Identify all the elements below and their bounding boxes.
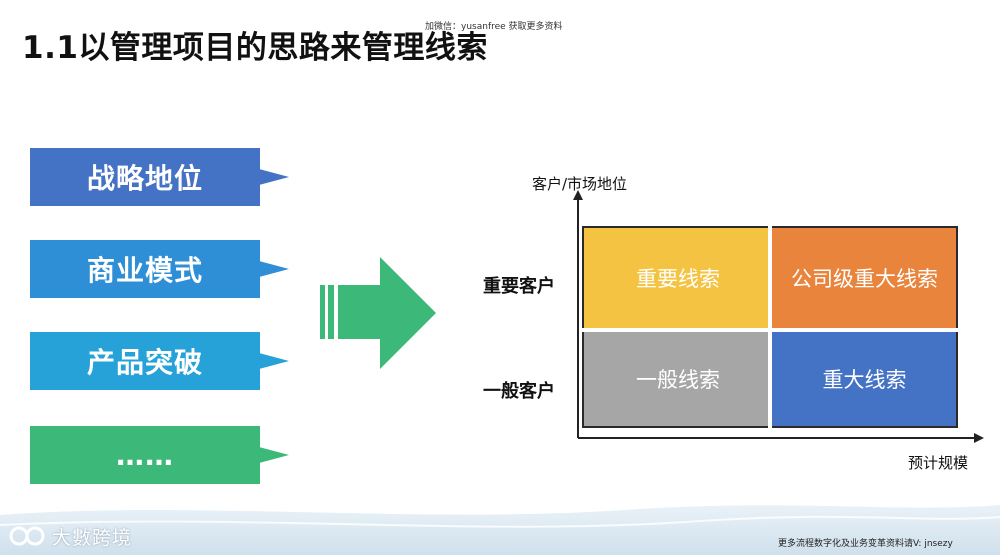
wave-background	[0, 505, 1000, 555]
callout-tail	[259, 447, 289, 463]
brand-name: 大數跨境	[52, 527, 133, 549]
x-axis-label: 预计规模	[908, 454, 969, 472]
quadrant-label: 公司级重大线索	[791, 266, 938, 291]
callout-strategic-position: 战略地位	[30, 148, 260, 206]
callout-label: 商业模式	[86, 254, 203, 287]
callout-tail	[259, 353, 289, 369]
quadrant-label: 重大线索	[822, 368, 907, 392]
matrix-dividers	[582, 226, 958, 428]
quadrant-major-lead: 重大线索	[772, 331, 957, 427]
quadrant-label: 一般线索	[636, 368, 720, 392]
quadrant-general-lead: 一般线索	[583, 331, 773, 427]
matrix-axes	[573, 190, 984, 443]
quadrant-label: 重要线索	[636, 266, 720, 291]
callout-product-breakthrough: 产品突破	[30, 332, 260, 390]
callout-tail	[259, 261, 289, 277]
right-arrow-icon	[320, 257, 436, 369]
row-label-general-customer: 一般客户	[483, 381, 555, 402]
callout-label: 战略地位	[86, 162, 203, 195]
callout-business-model: 商业模式	[30, 240, 260, 298]
y-axis-label: 客户/市场地位	[532, 175, 628, 193]
callout-tail	[259, 169, 289, 185]
callout-label: 产品突破	[86, 346, 203, 379]
callout-more: ……	[30, 426, 260, 484]
quadrant-important-lead: 重要线索	[583, 227, 773, 328]
watermark-note: 加微信：yusanfree 获取更多资料	[425, 22, 563, 32]
footer-note: 更多流程数字化及业务变革资料请V: jnsezy	[778, 539, 953, 549]
slide-title: 1.1以管理项目的思路来管理线索	[22, 30, 488, 66]
brand-logo-icon	[9, 526, 45, 546]
quadrant-company-level-major-lead: 公司级重大线索	[772, 227, 957, 328]
row-label-important-customer: 重要客户	[483, 276, 555, 297]
callout-label: ……	[116, 438, 174, 472]
